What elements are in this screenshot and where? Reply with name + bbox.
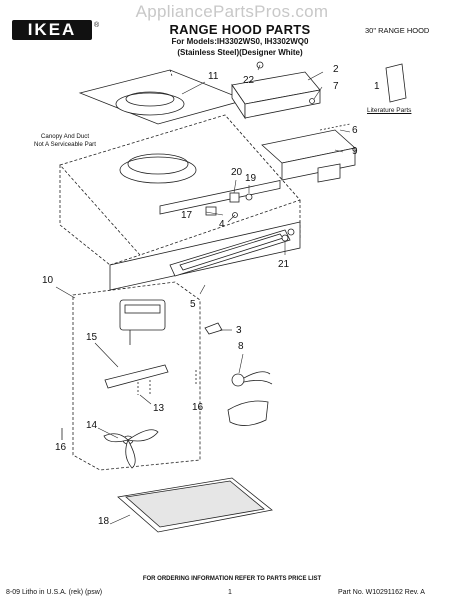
- callout-19: 19: [245, 173, 257, 184]
- exhaust-damper: [261, 129, 356, 183]
- canopy-note: Canopy And Duct Not A Serviceable Part: [30, 133, 100, 149]
- ordering-info: FOR ORDERING INFORMATION REFER TO PARTS …: [142, 576, 322, 582]
- callout-6: 6: [352, 125, 358, 136]
- part-17: [205, 206, 217, 216]
- callout-11: 11: [208, 71, 219, 82]
- part-20: [229, 192, 240, 203]
- callout-10: 10: [42, 275, 54, 286]
- ikea-logo: IKEA: [12, 20, 92, 40]
- callout-18: 18: [98, 516, 110, 527]
- callout-14: 14: [86, 420, 98, 431]
- watermark: AppliancePartsPros.com: [135, 2, 329, 21]
- product-subtitle: 30" RANGE HOOD: [365, 26, 430, 35]
- grease-filter: [117, 477, 273, 533]
- model-list: For Models:IH3302WS0, IH3302WQ0 (Stainle…: [150, 36, 330, 58]
- literature-booklet: [385, 63, 407, 103]
- callout-21: 21: [278, 259, 290, 270]
- screw-7: [309, 98, 315, 104]
- callout-13: 13: [153, 403, 165, 414]
- callout-22: 22: [243, 75, 255, 86]
- light-cover: [227, 400, 269, 426]
- canopy-note-line-2: Not A Serviceable Part: [34, 141, 96, 148]
- light-socket: [231, 371, 273, 387]
- callout-15: 15: [86, 332, 98, 343]
- callout-3: 3: [236, 325, 242, 336]
- callout-2: 2: [333, 64, 339, 75]
- model-line-2: (Stainless Steel)(Designer White): [177, 48, 303, 57]
- callout-4: 4: [219, 219, 225, 230]
- screw-line-6: [319, 123, 351, 131]
- motor-bracket: [104, 364, 169, 389]
- fan-blade: [103, 429, 159, 469]
- part-number: Part No. W10291162 Rev. A: [338, 589, 425, 596]
- callout-1: 1: [374, 81, 380, 92]
- literature-parts-label: Literature Parts: [367, 107, 412, 114]
- blower-frame: [72, 281, 201, 471]
- page-title: RANGE HOOD PARTS: [169, 22, 311, 37]
- callout-7: 7: [333, 81, 339, 92]
- callout-17: 17: [181, 210, 193, 221]
- duct-top-plate: [78, 69, 247, 125]
- callout-9: 9: [352, 146, 358, 157]
- control-housing: [231, 71, 321, 120]
- canopy-body: [59, 114, 301, 266]
- registered-mark: ®: [94, 22, 100, 29]
- callout-8: 8: [238, 341, 244, 352]
- page-number: 1: [228, 589, 232, 596]
- part-3-clip: [204, 322, 223, 335]
- model-line-1: For Models:IH3302WS0, IH3302WQ0: [171, 37, 309, 46]
- fan-motor: [119, 299, 166, 345]
- callout-leaders: [55, 64, 351, 525]
- litho-info: 8-09 Litho in U.S.A. (rek) (psw): [6, 589, 103, 596]
- callout-16-right: 16: [192, 402, 204, 413]
- callout-20: 20: [231, 167, 243, 178]
- callout-16-left: 16: [55, 442, 67, 453]
- part-19: [245, 193, 253, 201]
- bulb-21a: [281, 234, 289, 242]
- bulb-21b: [287, 228, 295, 236]
- callout-5: 5: [190, 299, 196, 310]
- canopy-note-line-1: Canopy And Duct: [40, 133, 90, 140]
